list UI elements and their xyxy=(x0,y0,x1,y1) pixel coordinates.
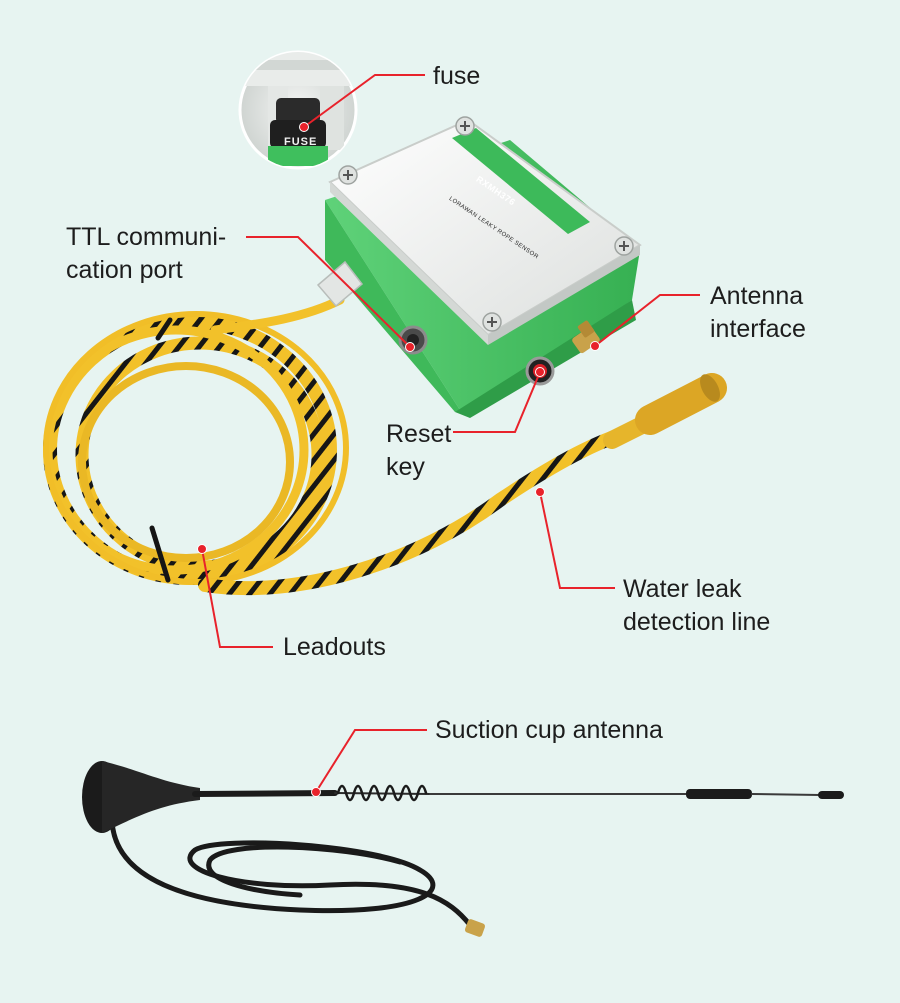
callout-antenna-line1: Antenna xyxy=(710,282,804,310)
leadout-cable-coil xyxy=(43,295,349,585)
callout-dots xyxy=(197,122,600,797)
sensor-enclosure xyxy=(316,116,642,418)
callout-line-suction xyxy=(315,729,427,793)
callout-label-ttl-port: TTL communi- cation port xyxy=(66,221,226,287)
callout-label-antenna-interface: Antenna interface xyxy=(710,280,806,346)
callout-water-line1: Water leak xyxy=(623,575,742,603)
callout-reset-line1: Reset xyxy=(386,420,452,448)
callout-label-fuse: fuse xyxy=(433,60,480,93)
water-leak-detection-rope xyxy=(198,373,727,596)
callout-line-fuse xyxy=(303,74,425,128)
callout-label-reset-key: Reset key xyxy=(386,418,451,484)
callout-line-water xyxy=(539,491,615,589)
callout-label-suction-antenna: Suction cup antenna xyxy=(435,714,663,747)
fuse-inset xyxy=(238,50,358,170)
callout-ttl-line1: TTL communi- xyxy=(66,223,227,251)
callout-ttl-line2: cation port xyxy=(66,256,183,284)
suction-cup-antenna xyxy=(82,761,844,937)
callout-line-ttl xyxy=(246,236,411,348)
callout-line-antenna xyxy=(594,294,700,347)
callout-line-leadouts xyxy=(201,548,273,648)
callout-suction-text: Suction cup antenna xyxy=(435,716,663,744)
callout-antenna-line2: interface xyxy=(710,315,806,343)
callout-label-water-leak-line: Water leak detection line xyxy=(623,573,770,639)
callout-water-line2: detection line xyxy=(623,608,771,636)
fuse-marking: FUSE xyxy=(284,136,318,148)
callout-fuse-text: fuse xyxy=(433,62,481,90)
callout-reset-line2: key xyxy=(386,453,425,481)
callout-leadouts-text: Leadouts xyxy=(283,633,386,661)
callout-line-reset xyxy=(453,371,541,433)
callout-label-leadouts: Leadouts xyxy=(283,631,386,664)
callout-lines xyxy=(201,74,700,793)
